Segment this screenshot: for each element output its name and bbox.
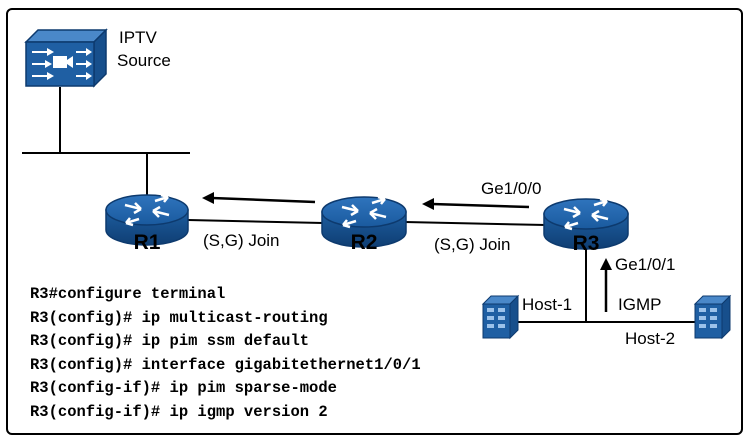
config-line: R3(config)# ip pim ssm default	[30, 332, 310, 350]
host2-label: Host-2	[625, 329, 675, 348]
router-r1-label: R1	[134, 231, 161, 254]
router-r2-label: R2	[351, 231, 378, 254]
iptv-source-icon	[24, 28, 108, 88]
config-line: R3(config)# interface gigabitethernet1/0…	[30, 355, 421, 374]
interface-label-ge101: Ge1/0/1	[615, 255, 676, 274]
interface-label-ge100: Ge1/0/0	[481, 179, 542, 198]
config-line: R3#configure terminal	[30, 285, 226, 303]
join-label-r3-r2: (S,G) Join	[434, 235, 511, 254]
source-label-line1: IPTV	[119, 28, 157, 47]
join-label-r2-r1: (S,G) Join	[203, 231, 280, 250]
link-r2-r3	[404, 221, 547, 226]
config-line: R3(config-if)# ip pim sparse-mode	[30, 379, 337, 397]
host1-server-icon	[481, 294, 520, 340]
router-r3-label: R3	[573, 232, 600, 255]
host1-label: Host-1	[522, 295, 572, 314]
source-label-line2: Source	[117, 51, 171, 70]
igmp-arrow	[600, 258, 612, 312]
config-listing: R3#configure terminal R3(config)# ip mul…	[30, 283, 421, 424]
igmp-label: IGMP	[618, 295, 661, 314]
host2-server-icon	[693, 294, 732, 340]
diagram-frame	[6, 8, 743, 435]
router-r3-icon	[543, 197, 629, 250]
join-arrow-r3-r2	[422, 198, 530, 210]
router-r2-icon	[321, 195, 407, 248]
router-r1-icon	[105, 193, 189, 246]
join-arrow-r2-r1	[202, 192, 316, 204]
config-line: R3(config-if)# ip igmp version 2	[30, 402, 328, 421]
link-r1-r2	[187, 219, 324, 224]
config-line: R3(config)# ip multicast-routing	[30, 308, 328, 327]
